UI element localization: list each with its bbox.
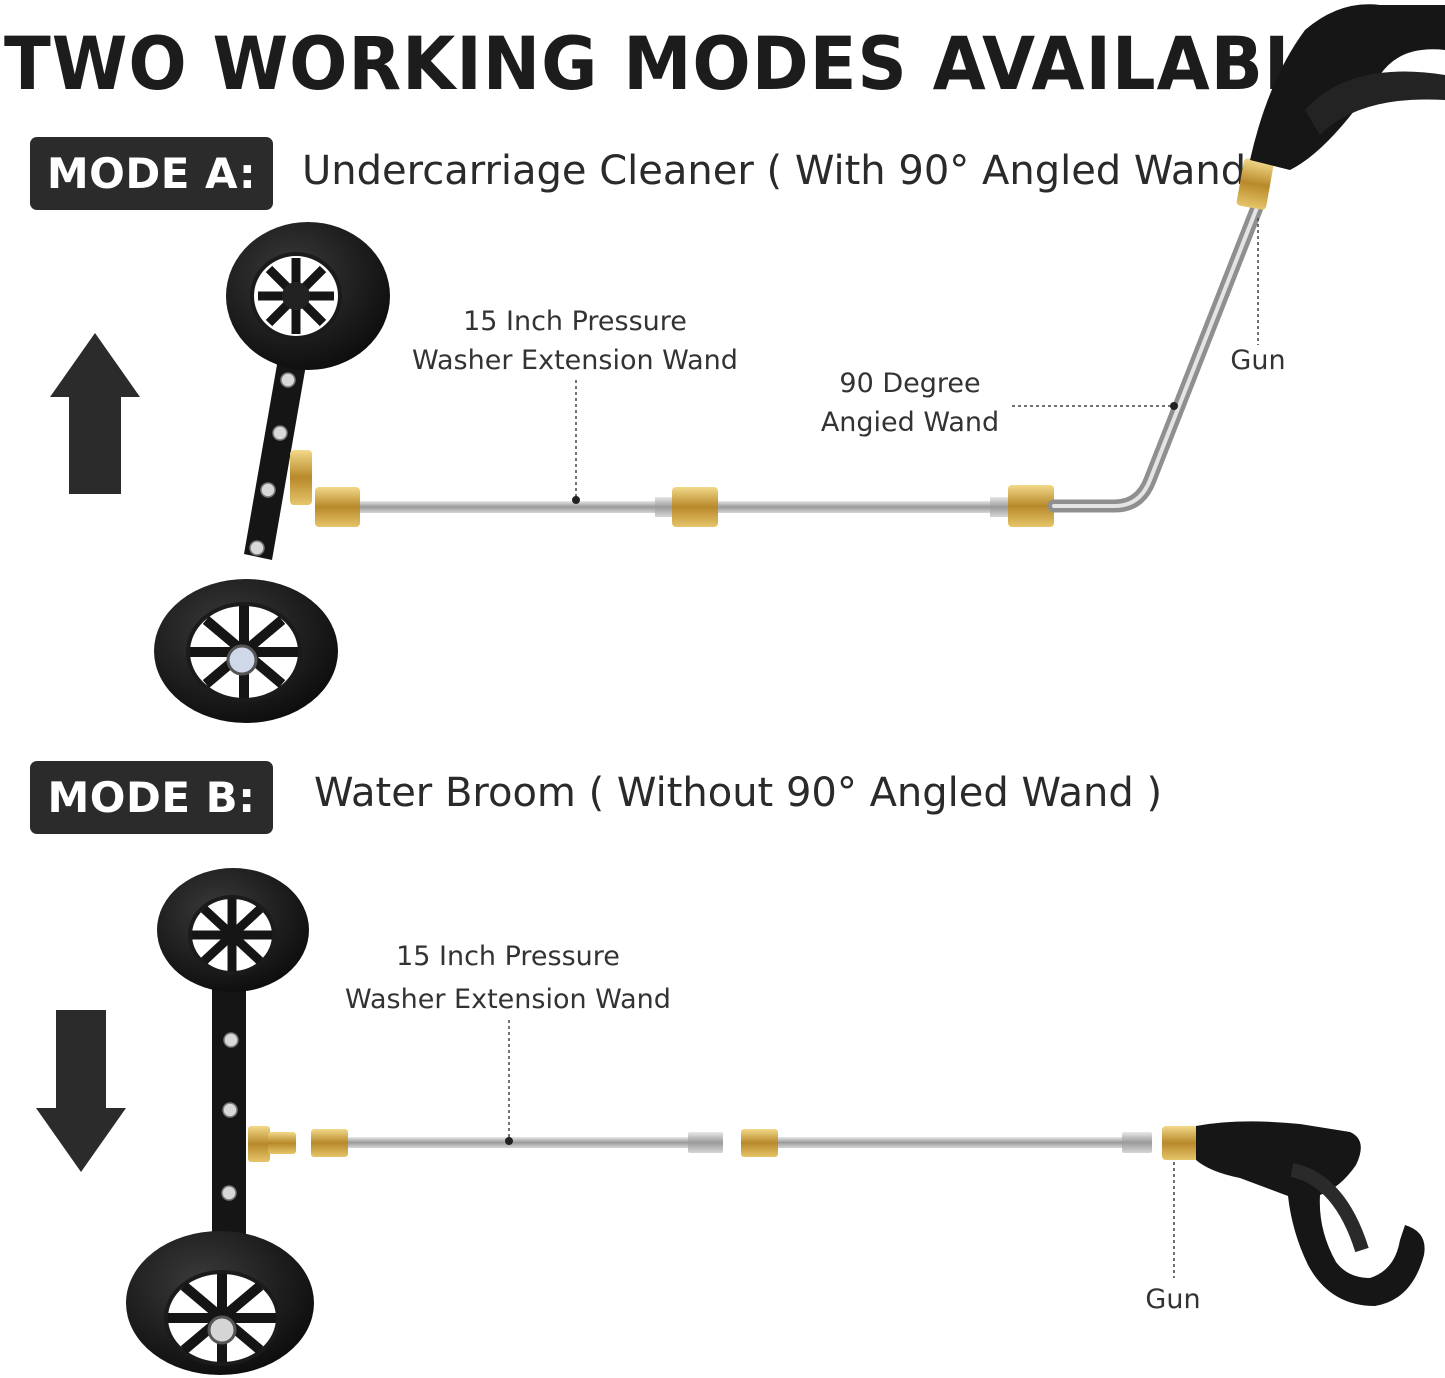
mode-a-extension-wand (315, 485, 1054, 527)
mode-b-extension-label-line1: 15 Inch Pressure (396, 941, 620, 972)
arrow-down-icon (36, 1010, 126, 1172)
mode-b-badge: MODE B: (30, 761, 273, 834)
mode-a-subtitle: Undercarriage Cleaner ( With 90° Angled … (302, 148, 1275, 194)
mode-a-leader-lines (575, 218, 1259, 498)
mode-b-extension-wand-label: 15 Inch Pressure Washer Extension Wand (333, 937, 683, 1019)
mode-a-extension-label-line1: 15 Inch Pressure (463, 306, 687, 337)
mode-b-gun-label: Gun (1145, 1284, 1201, 1315)
mode-a-angled-label-line2: Angied Wand (820, 407, 1000, 438)
mode-a-surface-cleaner (154, 222, 390, 723)
mode-b-leader-lines (508, 1020, 1175, 1278)
mode-a-badge: MODE A: (30, 137, 273, 210)
mode-b-extension-wand (311, 1129, 723, 1157)
mode-b-extension-label-line2: Washer Extension Wand (345, 984, 671, 1015)
mode-a-extension-wand-label: 15 Inch Pressure Washer Extension Wand (400, 302, 750, 380)
page-title: TWO WORKING MODES AVAILABLE (4, 22, 1357, 107)
mode-a-angled-label-line1: 90 Degree (839, 368, 981, 399)
mode-a-extension-label-line2: Washer Extension Wand (412, 345, 738, 376)
mode-b-second-wand (741, 1129, 1152, 1157)
mode-b-subtitle: Water Broom ( Without 90° Angled Wand ) (314, 770, 1163, 816)
arrow-up-icon (50, 333, 140, 494)
mode-b-spray-gun (1162, 1121, 1425, 1306)
mode-a-spray-gun (1250, 4, 1445, 171)
mode-a-angled-wand-label: 90 Degree Angied Wand (800, 364, 1020, 442)
mode-a-angled-wand (1047, 158, 1274, 513)
mode-b-surface-cleaner (126, 868, 314, 1375)
mode-a-gun-label: Gun (1230, 345, 1286, 376)
